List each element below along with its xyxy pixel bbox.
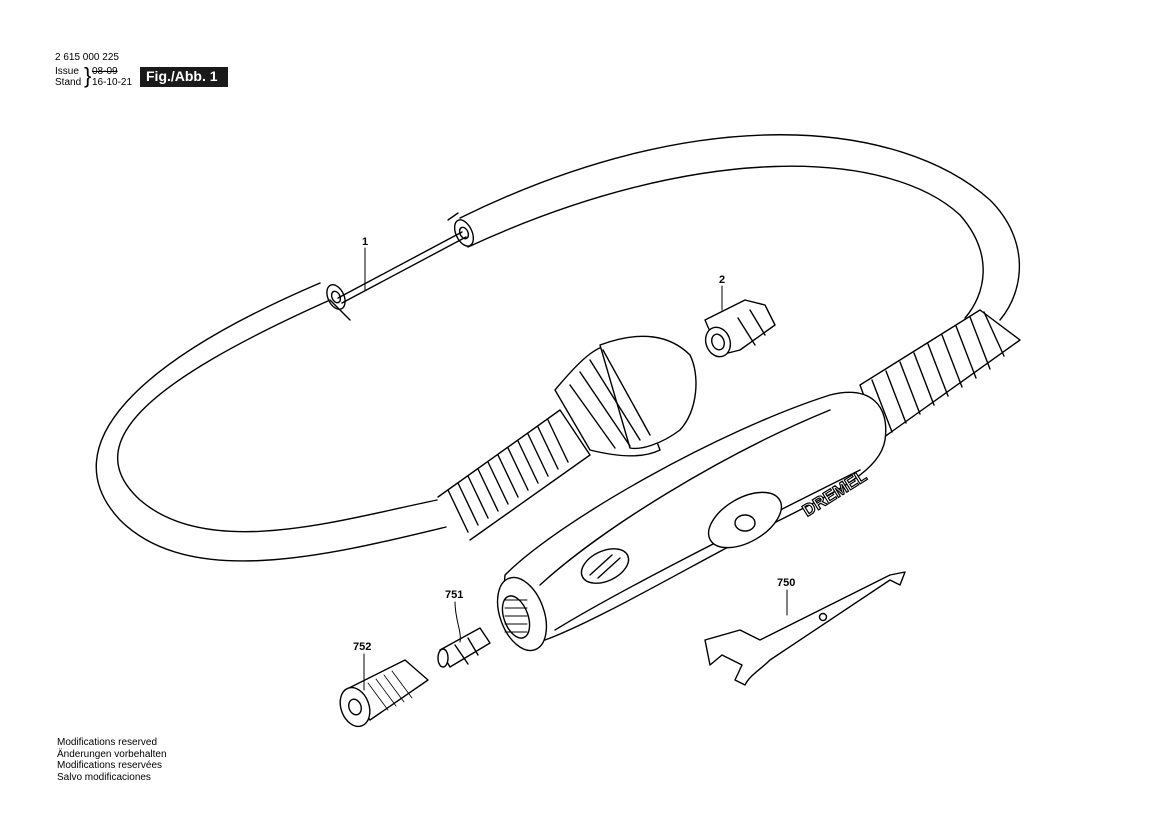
issue-label: Issue <box>55 66 79 77</box>
stand-label: Stand <box>55 77 82 88</box>
collet-part-751 <box>437 627 491 668</box>
callout-part-751: 751 <box>445 589 463 601</box>
shaft-tube <box>95 134 1021 562</box>
callout-part-752: 752 <box>353 641 371 653</box>
note-fr: Modifications reservées <box>57 760 163 771</box>
callout-part-2: 2 <box>719 274 725 286</box>
callout-part-1: 1 <box>362 236 368 248</box>
handpiece <box>496 391 887 652</box>
figure-label: Fig./Abb. 1 <box>140 67 228 87</box>
note-es: Salvo modificaciones <box>57 771 151 783</box>
stand-date: 16-10-21 <box>92 77 133 88</box>
issue-date-struck: 08-09 <box>92 66 118 77</box>
nut-part-2 <box>704 299 776 358</box>
part-number: 2 615 000 225 <box>55 52 119 63</box>
collet-nut-part-752 <box>339 659 429 728</box>
brace-icon: } <box>84 63 92 88</box>
shaft-connector <box>437 335 697 541</box>
wrench-part-750 <box>704 571 906 686</box>
modification-notes: Modifications reserved Änderungen vorbeh… <box>57 737 167 783</box>
note-en: Modifications reserved <box>57 737 158 748</box>
note-de: Änderungen vorbehalten <box>57 748 167 760</box>
callout-part-750: 750 <box>777 577 795 589</box>
